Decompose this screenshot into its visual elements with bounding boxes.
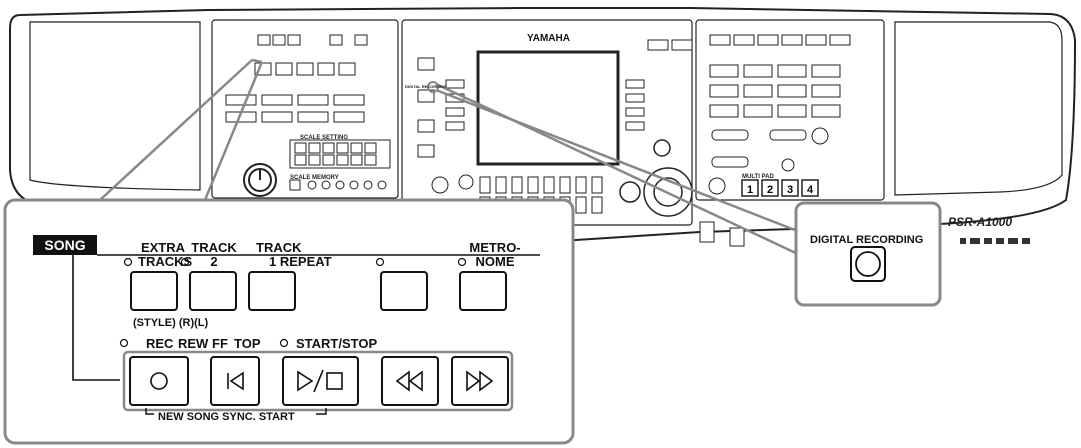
extra-tracks-label-line1: EXTRA: [140, 240, 186, 255]
song-section-tab: SONG: [33, 235, 97, 255]
digital-recording-label: DIGITAL RECORDING: [810, 234, 924, 246]
style-rl-label: (STYLE) (R)(L): [133, 317, 209, 329]
metronome-label-line1: METRO-: [469, 240, 521, 255]
metronome-label: METRO- NOME: [468, 241, 522, 269]
multipad-number-4: 4: [807, 184, 814, 196]
start-stop-icon: [297, 369, 343, 393]
track-1-repeat-label: TRACK 1 REPEAT: [256, 241, 332, 269]
track-2-label-line1: TRACK: [191, 240, 237, 255]
metronome-label-line2: NOME: [475, 254, 515, 269]
fast-forward-icon: [466, 370, 494, 392]
callout-leader-lines: [435, 82, 801, 257]
lcd-side-buttons: [417, 39, 693, 158]
master-volume-knob: [243, 163, 277, 197]
extra-tracks-label: EXTRA TRACKS: [138, 240, 193, 269]
sync-start-bracket: [145, 408, 327, 415]
track-1-repeat-label-line1: TRACK: [256, 240, 302, 255]
rew-label: REW: [178, 336, 209, 351]
extra-tracks-label-line2: TRACKS: [138, 254, 193, 269]
rewind-icon: [395, 370, 423, 392]
zoom-leader-lines: [99, 58, 264, 201]
scale-memory-label: SCALE MEMORY: [290, 175, 339, 181]
track-2-label: TRACK 2: [188, 241, 240, 269]
track-1-repeat-label-line2: 1 REPEAT: [269, 254, 332, 269]
multipad-buttons: [741, 179, 819, 197]
ff-label: FF: [212, 336, 228, 351]
scale-keys: [294, 142, 377, 166]
scale-memory-leds: [289, 179, 387, 191]
rec-label: REC: [146, 336, 174, 351]
rec-icon: [150, 372, 168, 390]
song-section-bracket: [72, 255, 120, 381]
digital-recording-small-label: DIGITAL RECORDING: [405, 84, 447, 89]
zoom-panel-leds: [119, 257, 467, 348]
lcd-screen: [476, 50, 620, 166]
yamaha-logo: YAMAHA: [527, 33, 570, 44]
multipad-number-2: 2: [767, 184, 773, 196]
top-label: TOP: [234, 336, 261, 351]
new-song-sync-start-label: NEW SONG SYNC. START: [158, 411, 295, 423]
multi-pad-label: MULTI PAD: [742, 174, 774, 180]
scale-setting-label: SCALE SETTING: [300, 135, 349, 141]
track-2-label-line2: 2: [210, 254, 218, 269]
model-logo-marks: [960, 238, 1030, 244]
data-dial: [619, 139, 693, 217]
top-icon: [227, 371, 244, 391]
digital-recording-button-circle: [855, 251, 881, 277]
multipad-number-1: 1: [747, 184, 753, 196]
multipad-number-3: 3: [787, 184, 793, 196]
digital-recording-highlight: [427, 81, 439, 93]
right-console-buttons: [708, 34, 851, 195]
start-stop-label: START/STOP: [296, 336, 378, 351]
model-logo: PSR-A1000: [948, 215, 1013, 229]
zoom-top-buttons: [130, 271, 507, 311]
